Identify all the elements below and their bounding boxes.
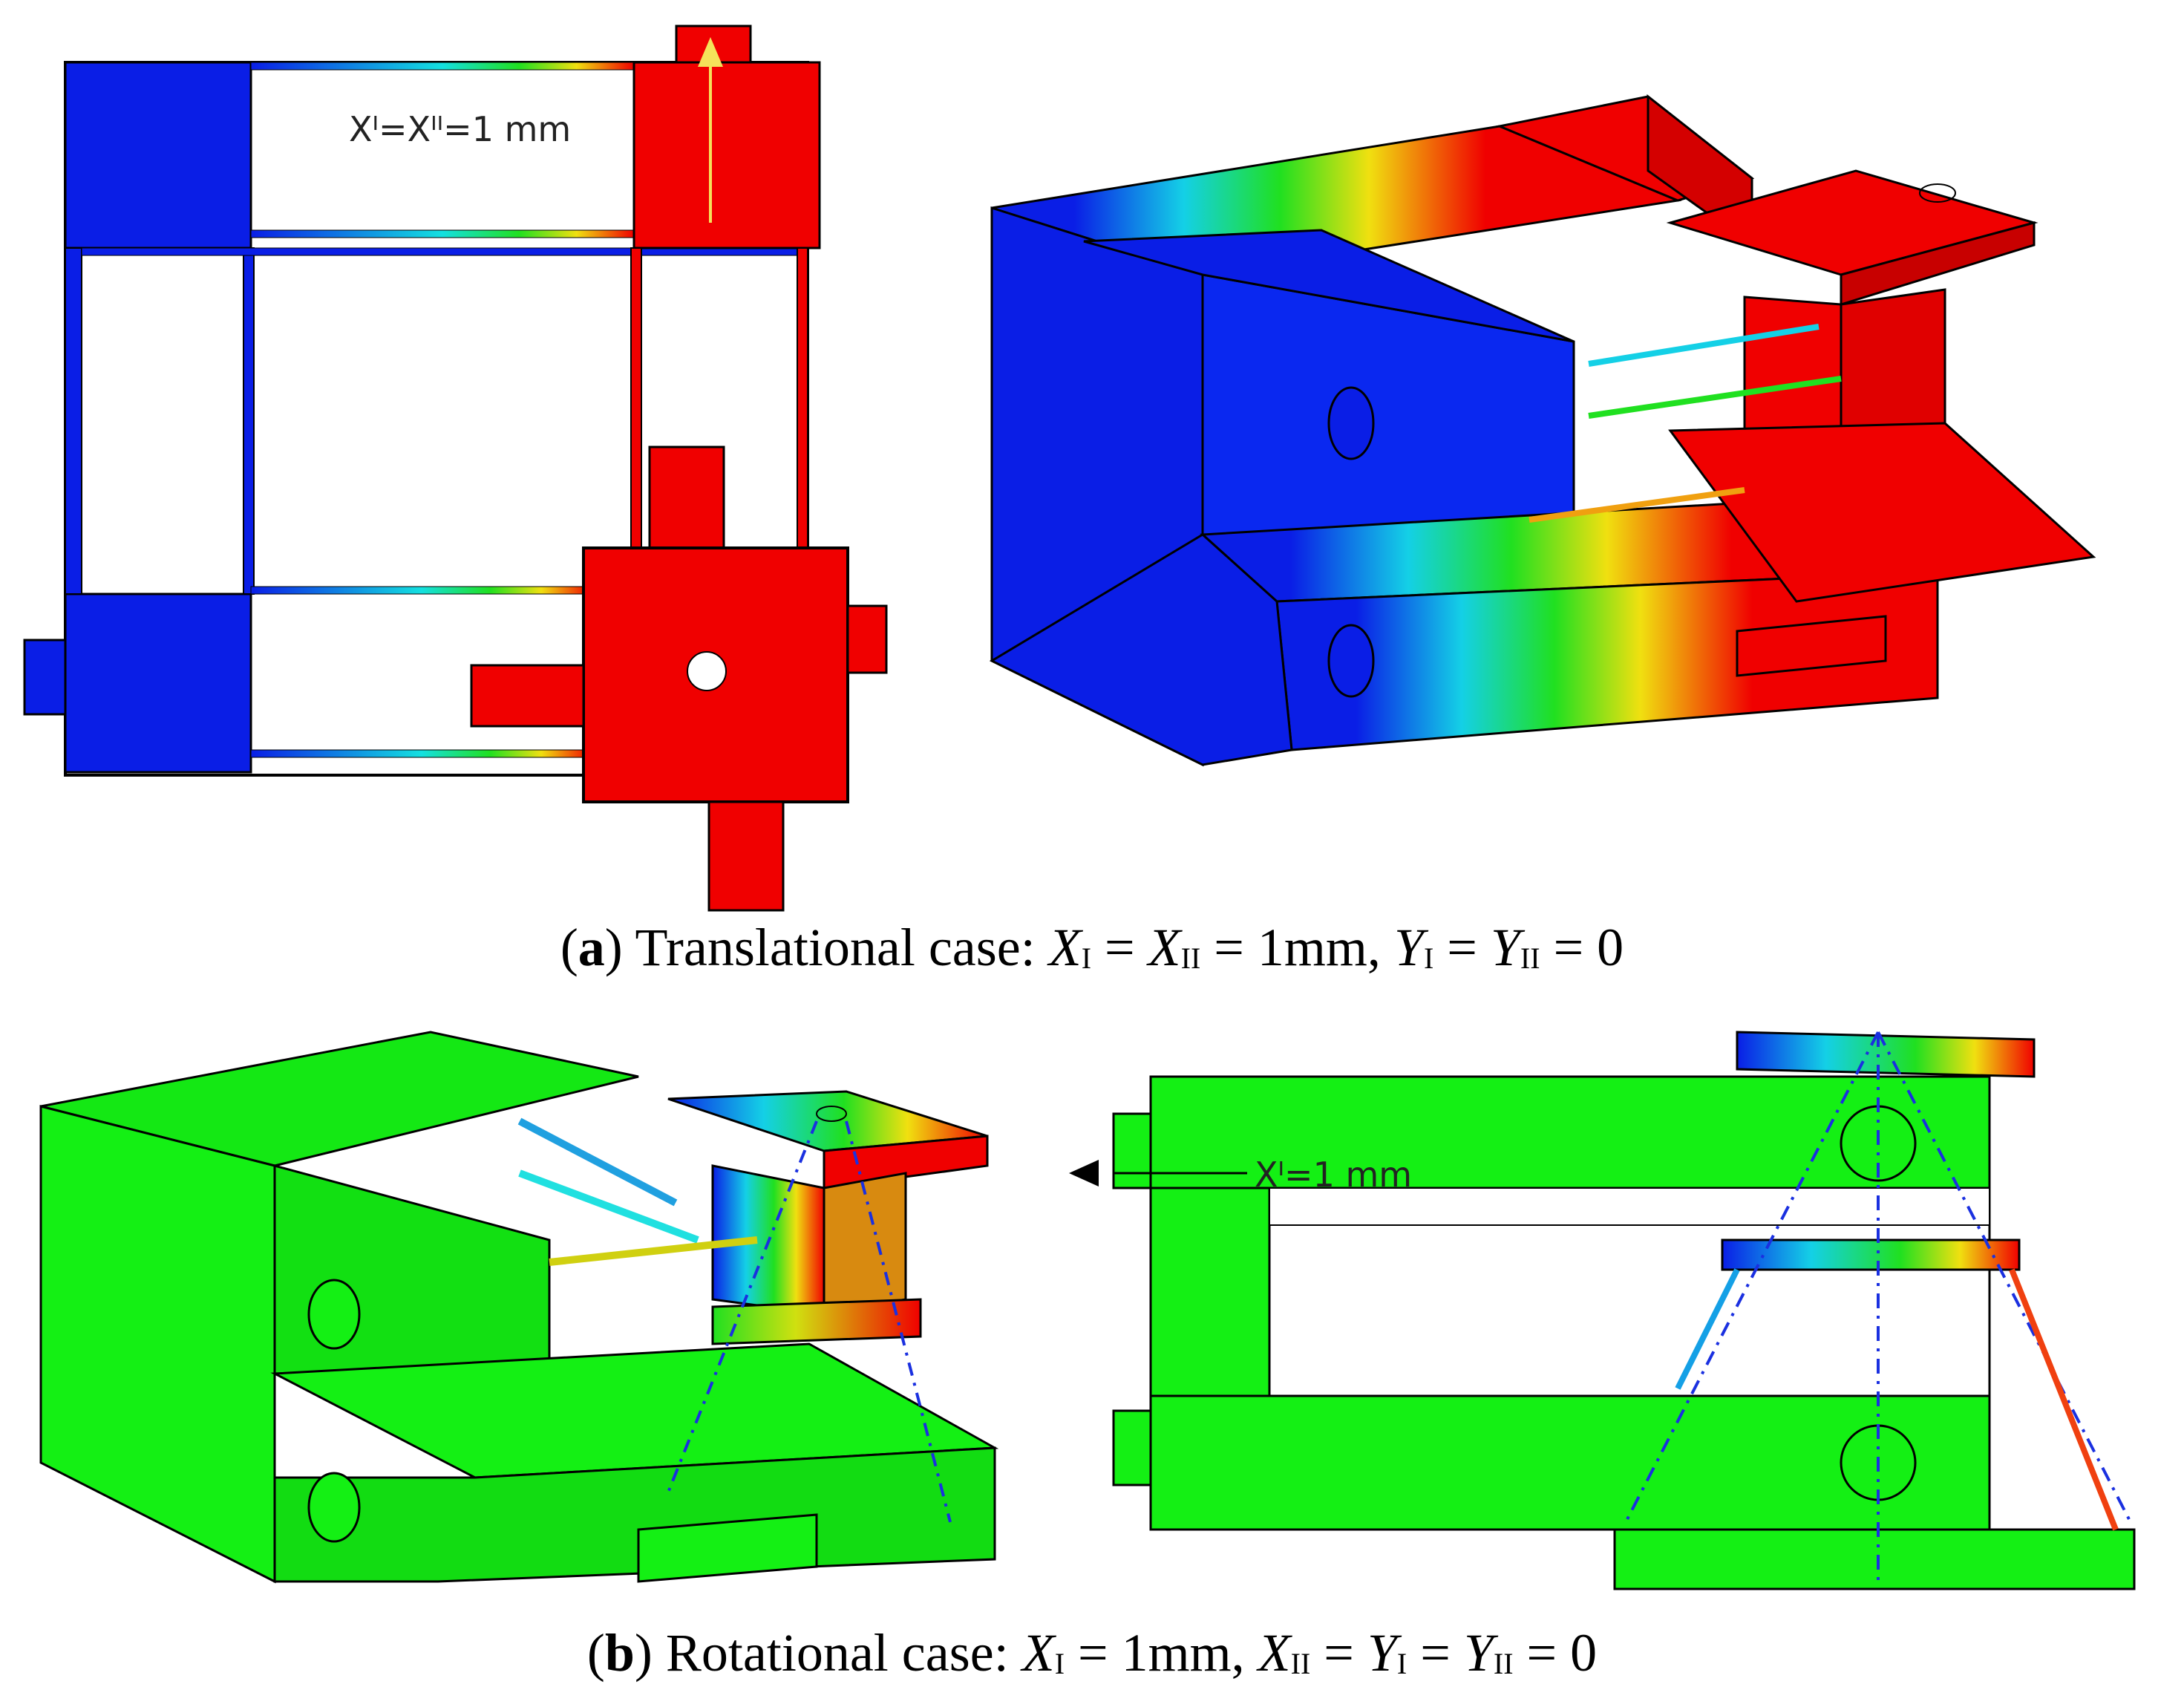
panel-a-iso-view	[980, 82, 2175, 787]
annotation-b: Xᴵ=1 mm	[1255, 1155, 1412, 1195]
caption-b: (b) Rotational case: XI = 1mm, XII = YI …	[586, 1623, 1598, 1682]
panel-a-top-view: Xᴵ=Xᴵᴵ=1 mm	[15, 15, 891, 913]
panel-b-iso-view	[30, 1017, 1010, 1596]
annotation-a: Xᴵ=Xᴵᴵ=1 mm	[349, 109, 571, 149]
panel-b-side-view: Xᴵ=1 mm	[1054, 1017, 2168, 1596]
caption-a: (a) Translational case: XI = XII = 1mm, …	[560, 918, 1624, 977]
